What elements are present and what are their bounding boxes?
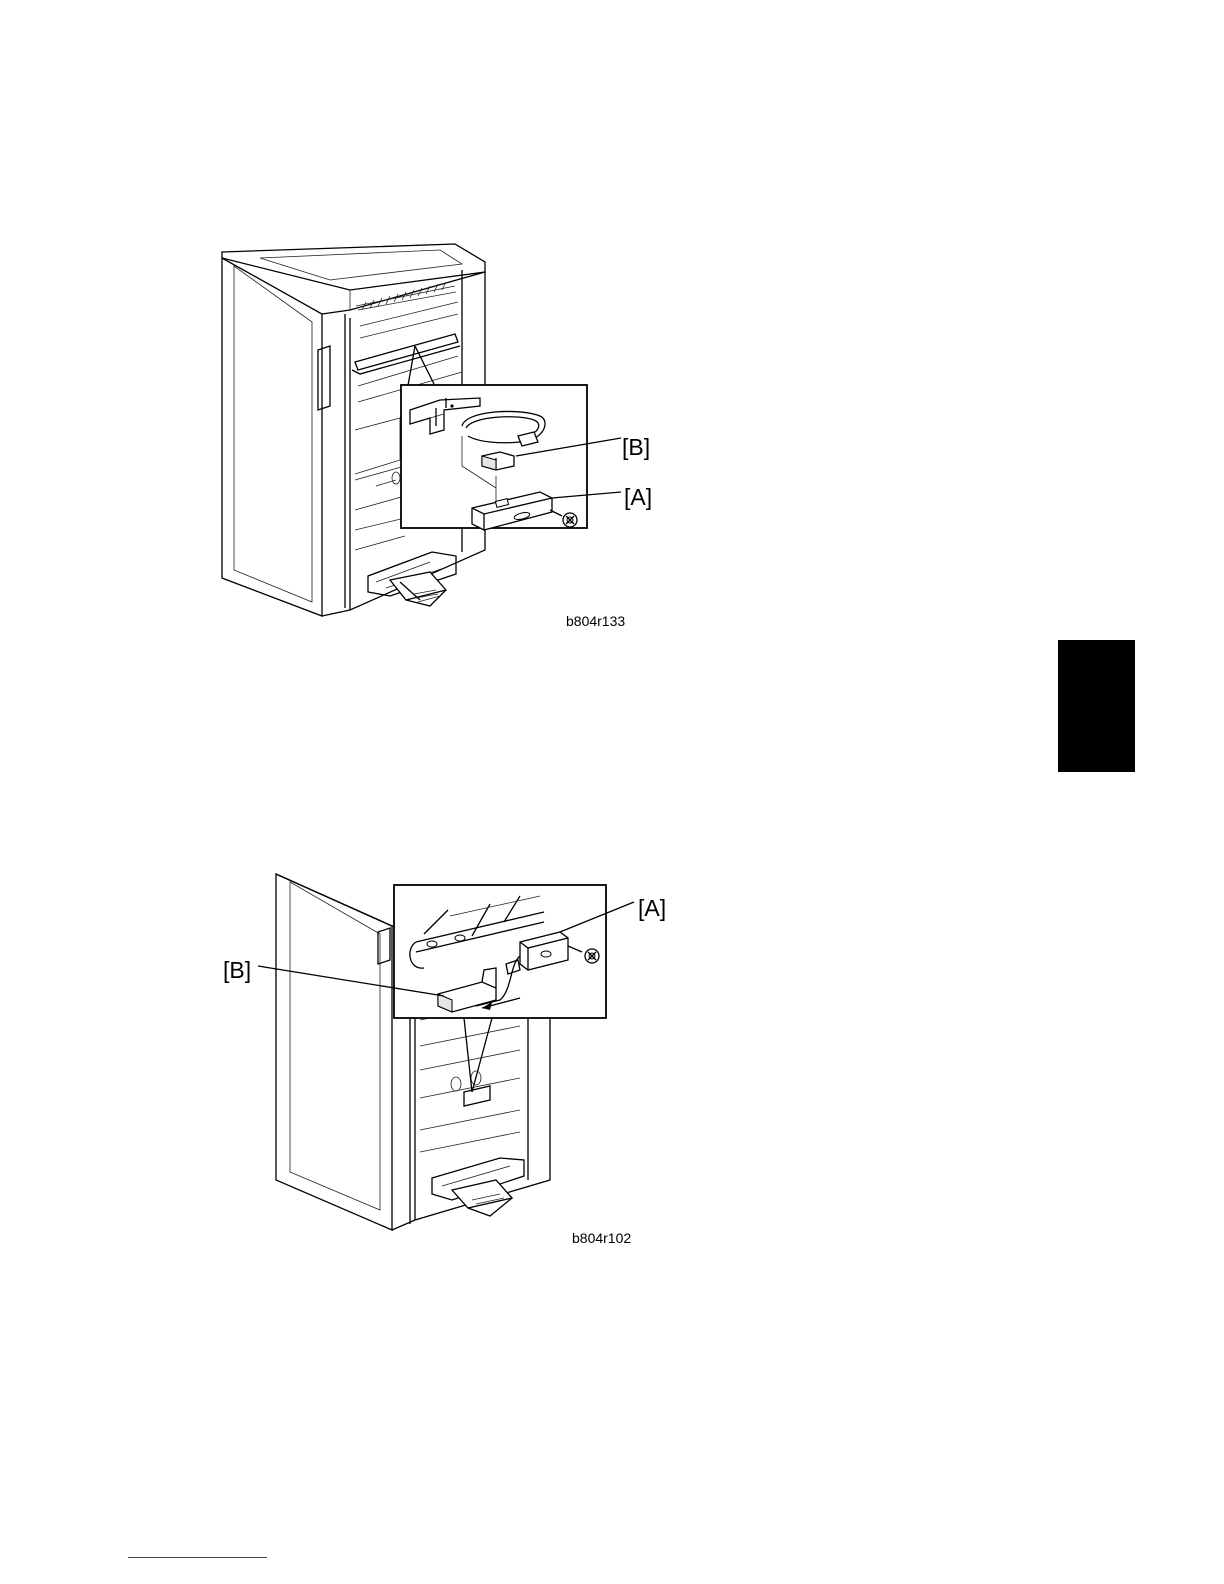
callout-label-a-bottom: [A] xyxy=(638,897,666,920)
figure-id-top: b804r133 xyxy=(566,614,625,628)
callout-label-b-top: [B] xyxy=(622,436,650,459)
footer-rule xyxy=(128,1557,267,1558)
callout-label-b-bottom: [B] xyxy=(223,959,251,982)
inset-detail-top xyxy=(401,385,587,530)
callout-label-a-top: [A] xyxy=(624,486,652,509)
section-tab xyxy=(1058,640,1135,772)
figure-bottom-illustration xyxy=(220,860,700,1240)
inset-detail-bottom xyxy=(394,885,606,1018)
figure-id-bottom: b804r102 xyxy=(572,1231,631,1245)
